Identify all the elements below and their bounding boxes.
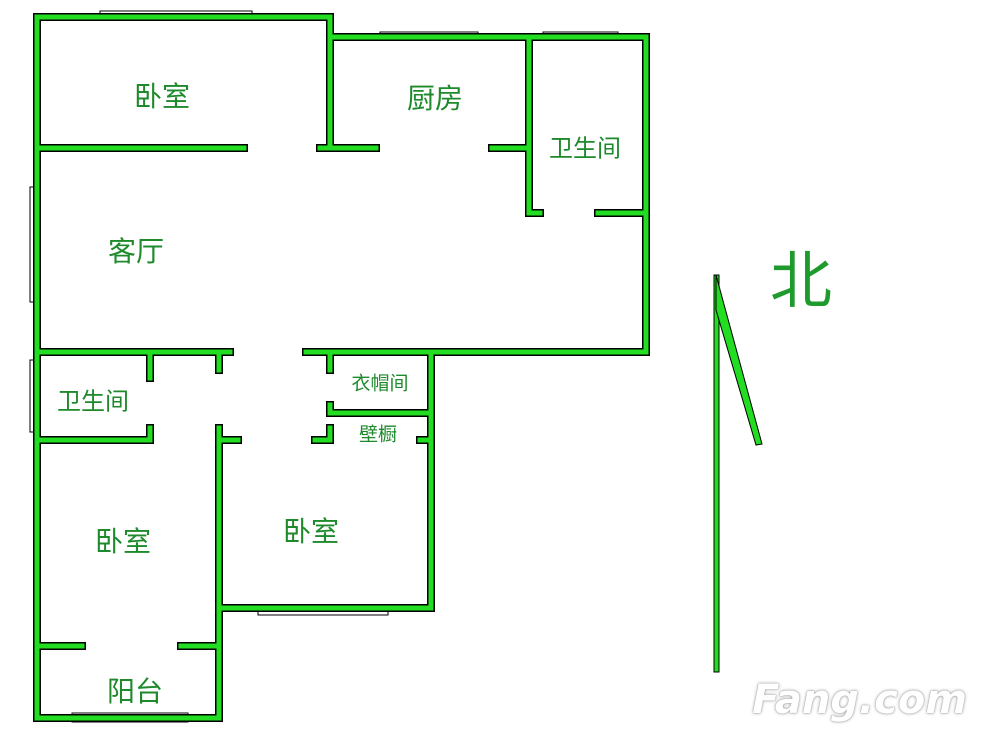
room-label-bathroom-ne: 卫生间 xyxy=(549,134,621,163)
room-label-kitchen: 厨房 xyxy=(406,82,464,115)
room-label-balcony: 阳台 xyxy=(106,675,164,708)
north-arrow-icon xyxy=(713,274,763,673)
room-label-living-room: 客厅 xyxy=(107,235,165,268)
room-label-bedroom-nw: 卧室 xyxy=(133,80,191,113)
room-label-bedroom-sw: 卧室 xyxy=(94,525,152,558)
room-label-bedroom-s: 卧室 xyxy=(282,515,340,548)
watermark-logo: Fang.com xyxy=(752,677,967,723)
walls xyxy=(34,14,649,721)
room-label-closet: 壁橱 xyxy=(358,423,398,446)
room-label-walk-in-closet: 衣帽间 xyxy=(351,372,409,395)
compass-north-label: 北 xyxy=(769,244,833,317)
room-label-bathroom-w: 卫生间 xyxy=(57,387,129,416)
